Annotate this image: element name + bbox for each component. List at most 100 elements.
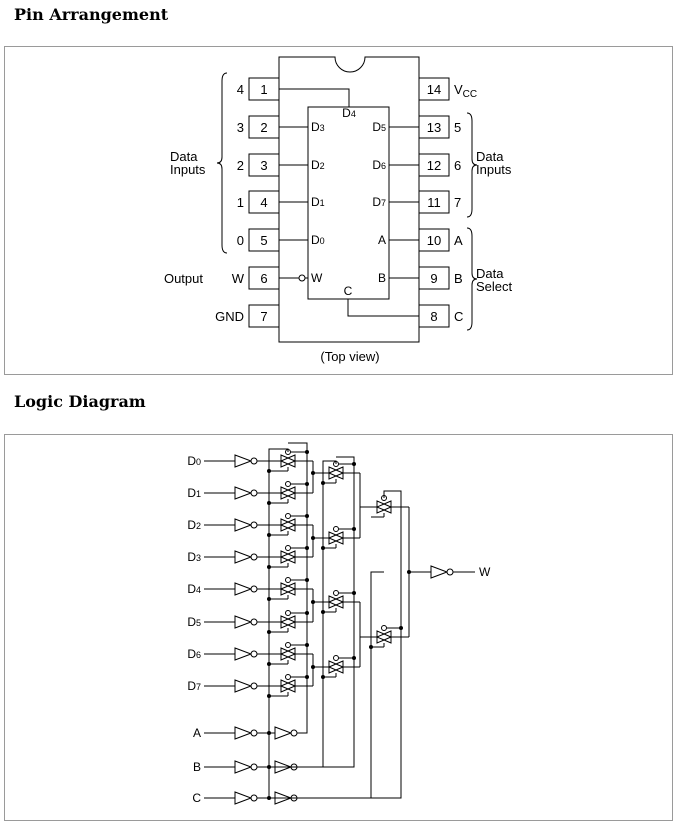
select-inverter — [274, 726, 293, 740]
junction-dot — [267, 597, 271, 601]
tgate-control-bubble — [285, 610, 291, 616]
left-data-inputs-brace — [216, 72, 228, 254]
data-select-line2: Select — [476, 279, 513, 294]
select-inverter — [234, 726, 253, 740]
stage2-transmission-gate — [327, 461, 345, 483]
data-input-inverter — [234, 486, 253, 500]
a-complement-wire — [288, 442, 308, 734]
pin-box — [418, 77, 450, 101]
c-complement-wire — [297, 490, 402, 799]
pin-inside-label: W — [311, 271, 323, 285]
tgate-control-bubble — [285, 545, 291, 551]
junction-dot — [352, 462, 356, 466]
junction-dot — [267, 565, 271, 569]
junction-dot — [321, 610, 325, 614]
select-input-label: A — [193, 726, 201, 740]
stage1-transmission-gate — [279, 642, 297, 664]
pin-outside-label: 3 — [237, 120, 244, 135]
data-input-inverter — [234, 454, 253, 468]
output-label: Output — [164, 271, 203, 286]
tgate-forward-triangle — [280, 518, 297, 532]
pin-number: 1 — [260, 82, 267, 97]
d4-label: D4 — [342, 106, 356, 120]
stage2-transmission-gate — [327, 655, 345, 677]
junction-dot — [352, 591, 356, 595]
junction-dot — [267, 662, 271, 666]
stage1-transmission-gate — [279, 481, 297, 503]
data-input-label: D5 — [187, 615, 201, 629]
data-inputs-left-line1: Data — [170, 149, 198, 164]
pin-number: 8 — [430, 309, 437, 324]
a-control-wire — [268, 448, 289, 733]
pin-number: 12 — [427, 158, 441, 173]
inverter-bubble — [250, 585, 258, 593]
junction-dot — [321, 546, 325, 550]
tgate-forward-triangle — [280, 679, 297, 693]
pin-outside-label: W — [232, 271, 245, 286]
stage2-transmission-gate — [327, 590, 345, 612]
pin-number: 10 — [427, 233, 441, 248]
inverter-bubble — [250, 763, 258, 771]
data-inputs-right-line1: Data — [476, 149, 504, 164]
tgate-control-bubble — [285, 481, 291, 487]
tgate-forward-triangle — [376, 500, 393, 514]
stage3-transmission-gate — [375, 495, 393, 517]
pin-number: 2 — [260, 120, 267, 135]
data-inputs-left-line2: Inputs — [170, 162, 206, 177]
data-input-inverter — [234, 582, 253, 596]
tgate-control-bubble — [285, 642, 291, 648]
tgate-control-bubble — [285, 577, 291, 583]
stage3-transmission-gate — [375, 625, 393, 647]
pin-outside-label: 4 — [237, 82, 244, 97]
pin-inside-label: D2 — [311, 158, 325, 172]
tgate-control-bubble — [333, 526, 339, 532]
junction-dot — [321, 481, 325, 485]
pin-number: 3 — [260, 158, 267, 173]
tgate-control-bubble — [285, 513, 291, 519]
tgate-forward-triangle — [280, 647, 297, 661]
junction-dot — [267, 630, 271, 634]
inverter-bubble — [290, 729, 298, 737]
c-inside-label: C — [344, 284, 353, 298]
junction-dot — [267, 533, 271, 537]
stage1-transmission-gate — [279, 577, 297, 599]
stage1-transmission-gate — [279, 674, 297, 696]
pin-number: 5 — [260, 233, 267, 248]
stage1-transmission-gate — [279, 449, 297, 471]
pin-number: 14 — [427, 82, 441, 97]
tgate-forward-triangle — [280, 454, 297, 468]
data-input-inverter — [234, 647, 253, 661]
c-wire — [347, 299, 419, 317]
tgate-forward-triangle — [328, 595, 345, 609]
junction-dot — [267, 501, 271, 505]
data-input-label: D3 — [187, 550, 201, 564]
junction-dot — [267, 731, 271, 735]
junction-dot — [399, 626, 403, 630]
pin-inside-label: D7 — [372, 195, 386, 209]
data-input-label: D2 — [187, 518, 201, 532]
b-complement-wire — [297, 456, 355, 768]
junction-dot — [267, 694, 271, 698]
data-input-inverter — [234, 615, 253, 629]
data-input-label: D1 — [187, 486, 201, 500]
tgate-forward-triangle — [328, 466, 345, 480]
top-view-label: (Top view) — [320, 349, 379, 364]
pin-outside-label: 0 — [237, 233, 244, 248]
data-input-label: D4 — [187, 582, 201, 596]
inverter-bubble — [250, 650, 258, 658]
tgate-forward-triangle — [280, 582, 297, 596]
select-input-label: B — [193, 760, 201, 774]
pin-box — [248, 304, 280, 328]
inverter-bubble — [250, 682, 258, 690]
junction-dot — [267, 765, 271, 769]
tgate-control-bubble — [285, 674, 291, 680]
junction-dot — [369, 645, 373, 649]
b-control-wire — [269, 460, 337, 768]
select-inverter — [234, 760, 253, 774]
data-input-label: D6 — [187, 647, 201, 661]
tgate-forward-triangle — [376, 630, 393, 644]
tgate-control-bubble — [381, 625, 387, 631]
